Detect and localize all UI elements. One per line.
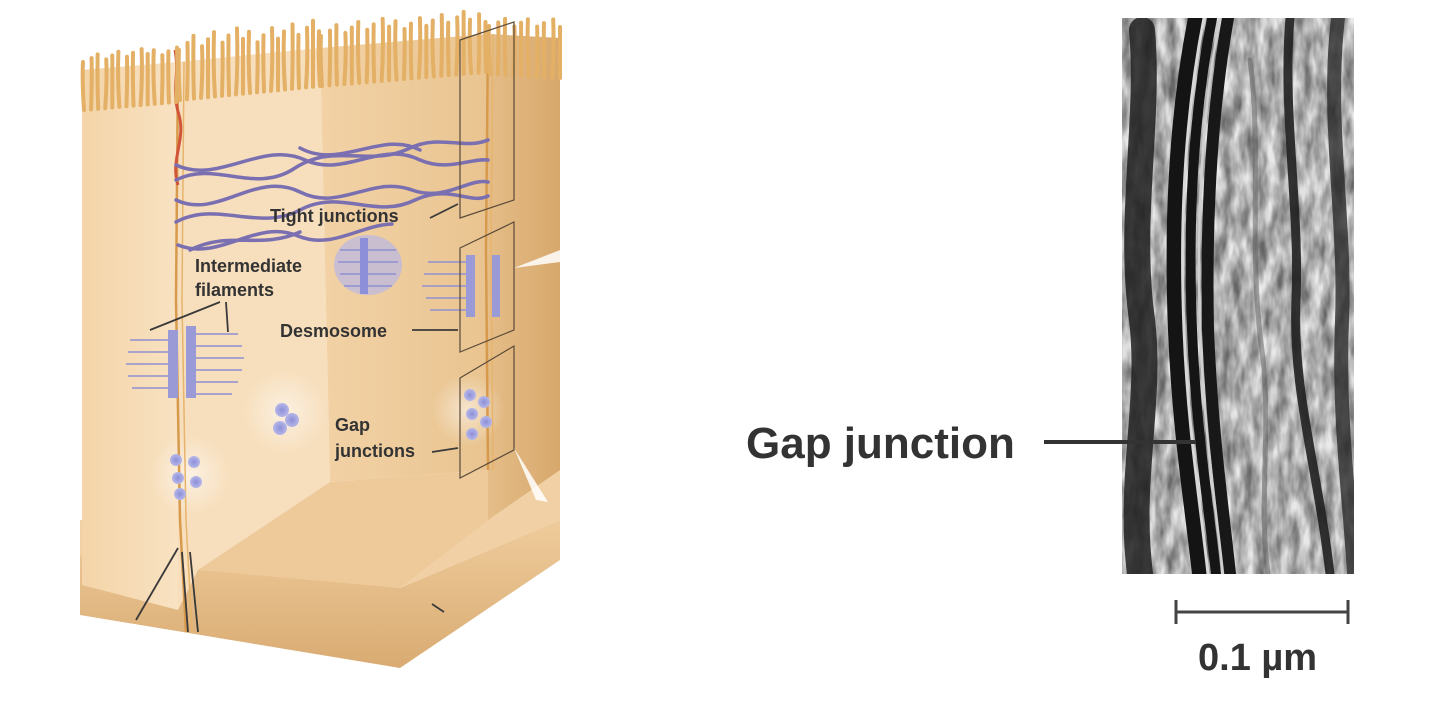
microvillus bbox=[138, 47, 144, 108]
microvillus bbox=[355, 20, 362, 85]
microvillus bbox=[269, 26, 275, 93]
microvillus bbox=[255, 40, 260, 95]
microvillus bbox=[290, 22, 295, 91]
microvillus bbox=[364, 27, 370, 85]
electron-micrograph: Gap junction 0.1 µm bbox=[746, 18, 1354, 679]
scale-bar-label: 0.1 µm bbox=[1198, 637, 1317, 679]
microvillus bbox=[226, 33, 231, 98]
microvillus bbox=[234, 26, 240, 97]
microvillus bbox=[402, 27, 407, 81]
microvillus bbox=[408, 21, 414, 81]
microvillus bbox=[525, 17, 531, 79]
microvillus bbox=[95, 52, 101, 111]
zoom-wedge bbox=[514, 250, 560, 268]
microvillus bbox=[166, 49, 171, 105]
callout-frames bbox=[459, 21, 515, 479]
halo bbox=[150, 435, 230, 515]
microvillus bbox=[220, 40, 225, 98]
microvillus bbox=[416, 16, 423, 80]
microvillus bbox=[261, 33, 266, 94]
membrane-boundary bbox=[484, 33, 490, 471]
microvillus bbox=[124, 54, 130, 109]
back-wall bbox=[320, 34, 488, 482]
microvillus bbox=[430, 18, 436, 79]
microvillus bbox=[296, 32, 301, 91]
scale-bar bbox=[1174, 600, 1350, 624]
microvillus bbox=[476, 12, 482, 75]
microvillus bbox=[483, 20, 488, 74]
microvillus bbox=[486, 24, 492, 76]
right-cell-face bbox=[488, 34, 560, 520]
cell-junction-diagram: Tight junctions Intermediate filaments D… bbox=[80, 9, 562, 668]
microvillus bbox=[176, 48, 182, 102]
desmosome-right bbox=[422, 255, 500, 317]
microvillus bbox=[439, 13, 444, 78]
microvillus bbox=[550, 17, 556, 80]
microvillus bbox=[191, 33, 196, 101]
microvillus bbox=[495, 20, 501, 77]
desmosome-label: Desmosome bbox=[280, 321, 387, 341]
microvillus bbox=[371, 22, 377, 84]
cut-floor bbox=[198, 470, 488, 588]
microvillus bbox=[304, 25, 310, 90]
microvillus bbox=[342, 30, 348, 87]
zoom-wedge bbox=[514, 448, 548, 502]
desmosome-left bbox=[126, 326, 244, 398]
microvillus bbox=[151, 48, 157, 106]
microvillus bbox=[541, 21, 547, 80]
microvilli bbox=[80, 9, 562, 112]
desmosome-middle bbox=[334, 235, 402, 295]
gap-junction-clusters bbox=[170, 389, 492, 500]
microvillus bbox=[379, 16, 385, 83]
gap-junctions-label-line2: junctions bbox=[334, 441, 415, 461]
microvillus bbox=[534, 24, 540, 79]
microvillus bbox=[318, 34, 324, 88]
microvillus bbox=[185, 40, 190, 102]
tight-junctions-label: Tight junctions bbox=[270, 206, 399, 226]
membrane-boundary bbox=[181, 61, 193, 633]
microvillus bbox=[327, 28, 333, 88]
microvillus bbox=[502, 16, 508, 77]
microvillus bbox=[246, 29, 252, 95]
gap-junction-callout: Gap junction bbox=[746, 419, 1015, 468]
microvillus bbox=[454, 15, 460, 77]
microvillus bbox=[130, 50, 136, 108]
microvillus bbox=[281, 29, 287, 92]
microvillus bbox=[467, 17, 474, 76]
leader-lines bbox=[135, 203, 459, 633]
membrane-boundary bbox=[490, 33, 494, 471]
microvillus bbox=[80, 60, 86, 112]
microvillus bbox=[334, 23, 339, 87]
intermediate-filaments-label-line1: Intermediate bbox=[195, 256, 302, 276]
microvillus bbox=[393, 19, 399, 82]
intermediate-filament-network bbox=[174, 138, 490, 252]
intermediate-filaments-label-line2: filaments bbox=[195, 280, 274, 300]
microvillus bbox=[446, 20, 451, 78]
microvillus bbox=[103, 57, 109, 111]
microvillus bbox=[199, 44, 205, 100]
microvillus bbox=[159, 53, 165, 106]
microvillus bbox=[211, 30, 217, 99]
basal-lamina bbox=[80, 520, 560, 668]
left-cell-face bbox=[82, 62, 178, 610]
gap-junctions-label-line1: Gap bbox=[335, 415, 370, 435]
microvillus bbox=[116, 49, 122, 109]
microvillus bbox=[89, 56, 94, 112]
